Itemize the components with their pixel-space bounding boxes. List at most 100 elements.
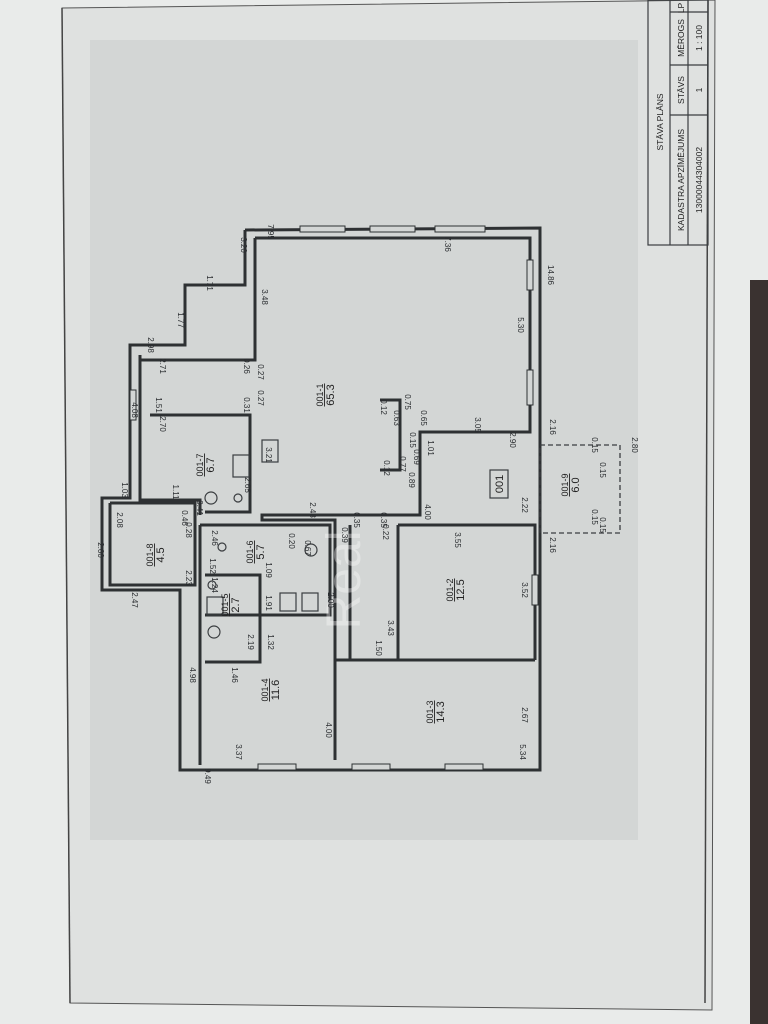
dimension-label: 5.34 <box>518 744 527 760</box>
dimension-label: 0.12 <box>379 399 388 415</box>
dimension-label: 0.20 <box>287 533 296 549</box>
cadastre-number: 13000044304002 <box>694 147 704 213</box>
room-label: 001-65.7 <box>245 540 267 563</box>
dimension-label: 0.63 <box>392 410 401 426</box>
dimension-label: 1.77 <box>176 312 185 328</box>
dimension-label: 1.11 <box>171 485 180 501</box>
dimension-label: 1.71 <box>205 275 214 291</box>
room-area: 2.7 <box>230 597 242 612</box>
room-label: 001-314.3 <box>425 700 447 723</box>
dimension-label: 0.15 <box>590 509 599 525</box>
dimension-label: 2.00 <box>326 592 335 608</box>
room-id: 001-8 <box>145 543 155 566</box>
room-area: 6.7 <box>205 457 217 472</box>
dimension-label: 1.09 <box>264 562 273 578</box>
dimension-label: 0.35 <box>379 512 388 528</box>
walls <box>100 225 621 772</box>
room-label: 001-96.0 <box>560 473 582 496</box>
dimension-label: 0.35 <box>352 512 361 528</box>
dimension-label: 0.39 <box>340 527 349 543</box>
title-block: STĀVA PLĀNS KADASTRA APZĪMĒJUMS STĀVS MĒ… <box>647 0 709 246</box>
dimension-label: 9.49 <box>203 768 212 784</box>
dimension-label: 0.69 <box>412 449 421 465</box>
dimension-label: 2.48 <box>308 502 317 518</box>
dimension-label: 4.08 <box>130 402 139 418</box>
dimension-label: 2.46 <box>210 530 219 546</box>
floor-number: 1 <box>694 87 704 92</box>
dimension-label: 2.16 <box>548 419 557 435</box>
dimension-label: 0.46 <box>180 510 189 526</box>
dimension-label: 0.65 <box>419 410 428 426</box>
room-label: 001-165.3 <box>315 383 337 406</box>
room-id: 001-2 <box>445 578 455 601</box>
dimension-label: 2.60 <box>96 542 105 558</box>
dimension-label: 2.23 <box>184 570 193 586</box>
dimension-label: 0.27 <box>256 364 265 380</box>
room-id: 001-7 <box>195 453 205 476</box>
dimension-label: 2.08 <box>115 512 124 528</box>
dimension-label: 2.90 <box>508 432 517 448</box>
dimension-label: 1.01 <box>426 440 435 456</box>
dimension-label: 0.15 <box>408 432 417 448</box>
room-id: 001-6 <box>245 540 255 563</box>
room-label: 001-411.6 <box>260 678 282 701</box>
dimension-label: 2.71 <box>158 358 167 374</box>
dimension-label: 2.67 <box>520 707 529 723</box>
dimension-label: 7.36 <box>443 236 452 252</box>
room-area: 14.3 <box>435 701 447 722</box>
dimension-label: 0.41 <box>195 500 204 516</box>
building-label-box <box>489 469 509 499</box>
header-floor: STĀVS <box>676 76 686 104</box>
dimension-label: 2.19 <box>246 634 255 650</box>
dimension-label: 1.24 <box>210 577 219 593</box>
dimension-label: 1.51 <box>154 397 163 413</box>
header-scale: MĒROGS <box>676 19 686 57</box>
dimension-label: 5.30 <box>516 317 525 333</box>
room-area: 5.7 <box>255 544 267 559</box>
drawing-area <box>90 40 638 840</box>
dimension-label: 3.52 <box>520 582 529 598</box>
dimension-label: 0.77 <box>398 456 407 472</box>
building-label: 001 <box>494 475 506 493</box>
watermark: Real <box>318 531 371 630</box>
room-area: 65.3 <box>325 384 337 405</box>
table-edge <box>750 280 768 1024</box>
dimension-label: 0.27 <box>256 390 265 406</box>
dimension-label: 2.47 <box>130 592 139 608</box>
dimension-label: 4.00 <box>423 504 432 520</box>
dimension-label: 0.28 <box>184 522 193 538</box>
room-area: 11.6 <box>270 680 282 701</box>
dimension-label: 0.75 <box>403 394 412 410</box>
dimension-label: 3.43 <box>386 620 395 636</box>
dimension-label: 1.91 <box>264 595 273 611</box>
dimension-label: 3.37 <box>234 744 243 760</box>
room-label: 001-84.5 <box>145 543 167 566</box>
room-id: 001-3 <box>425 700 435 723</box>
scale-value: 1 : 100 <box>694 25 704 51</box>
dimension-label: 2.22 <box>520 497 529 513</box>
dimension-label: 0.67 <box>303 540 312 556</box>
dimension-label: 7.95 <box>266 224 275 240</box>
room-label: 001-212.5 <box>445 578 467 601</box>
dimension-label: 3.55 <box>453 532 462 548</box>
room-area: 12.5 <box>455 579 467 600</box>
dimension-label: 0.26 <box>242 358 251 374</box>
dimension-label: 1.32 <box>266 634 275 650</box>
room-label: 001-52.7 <box>220 593 242 616</box>
dimension-label: 1.52 <box>208 558 217 574</box>
dimension-label: 3.21 <box>264 447 273 463</box>
room-id: 001-4 <box>260 678 270 701</box>
dimension-label: 3.05 <box>473 417 482 433</box>
dimension-label: 0.31 <box>242 397 251 413</box>
room-id: 001-1 <box>315 383 325 406</box>
dimension-label: 3.20 <box>239 237 248 253</box>
dimension-label: 3.48 <box>260 289 269 305</box>
room-area: 4.5 <box>155 547 167 562</box>
header-cadastre: KADASTRA APZĪMĒJUMS <box>676 129 686 231</box>
dimension-label: 0.12 <box>382 460 391 476</box>
dimension-label: 0.15 <box>590 437 599 453</box>
dimension-label: 2.70 <box>158 416 167 432</box>
dimension-label: 1.46 <box>230 667 239 683</box>
room-labels: 001-165.3001-212.5001-314.3001-411.6001-… <box>145 383 582 723</box>
